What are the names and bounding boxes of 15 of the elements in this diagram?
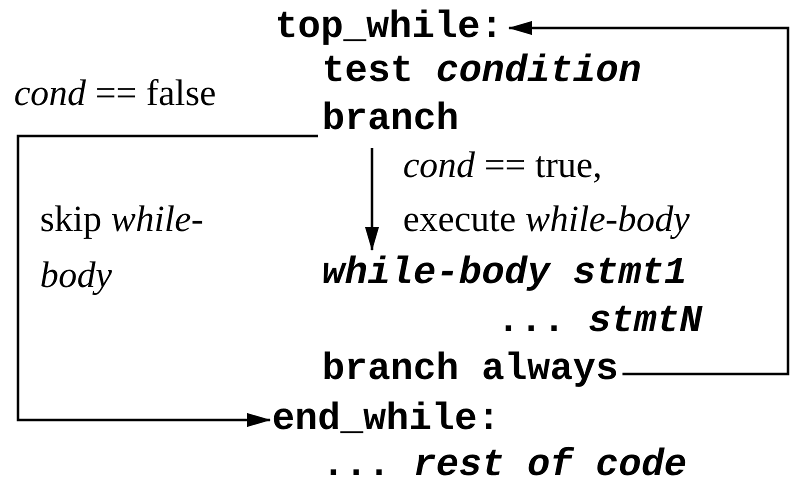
code-line: end_while:	[272, 398, 500, 442]
arrow	[16, 134, 318, 427]
code-line: ... rest of code	[322, 444, 687, 485]
edge-label: cond == true,	[403, 144, 602, 188]
code-line: branch always	[322, 348, 618, 392]
code-line: branch	[322, 98, 459, 142]
edge-label: cond == false	[14, 72, 216, 116]
arrow	[365, 148, 379, 251]
code-line: ... stmtN	[497, 300, 702, 344]
code-line: test condition	[322, 50, 642, 94]
code-line: while-body stmt1	[322, 252, 687, 296]
arrow	[508, 21, 790, 376]
annotation-text: execute while-body	[403, 198, 690, 242]
code-line: top_while:	[275, 6, 504, 50]
annotation-text: skip while-body	[40, 198, 204, 298]
